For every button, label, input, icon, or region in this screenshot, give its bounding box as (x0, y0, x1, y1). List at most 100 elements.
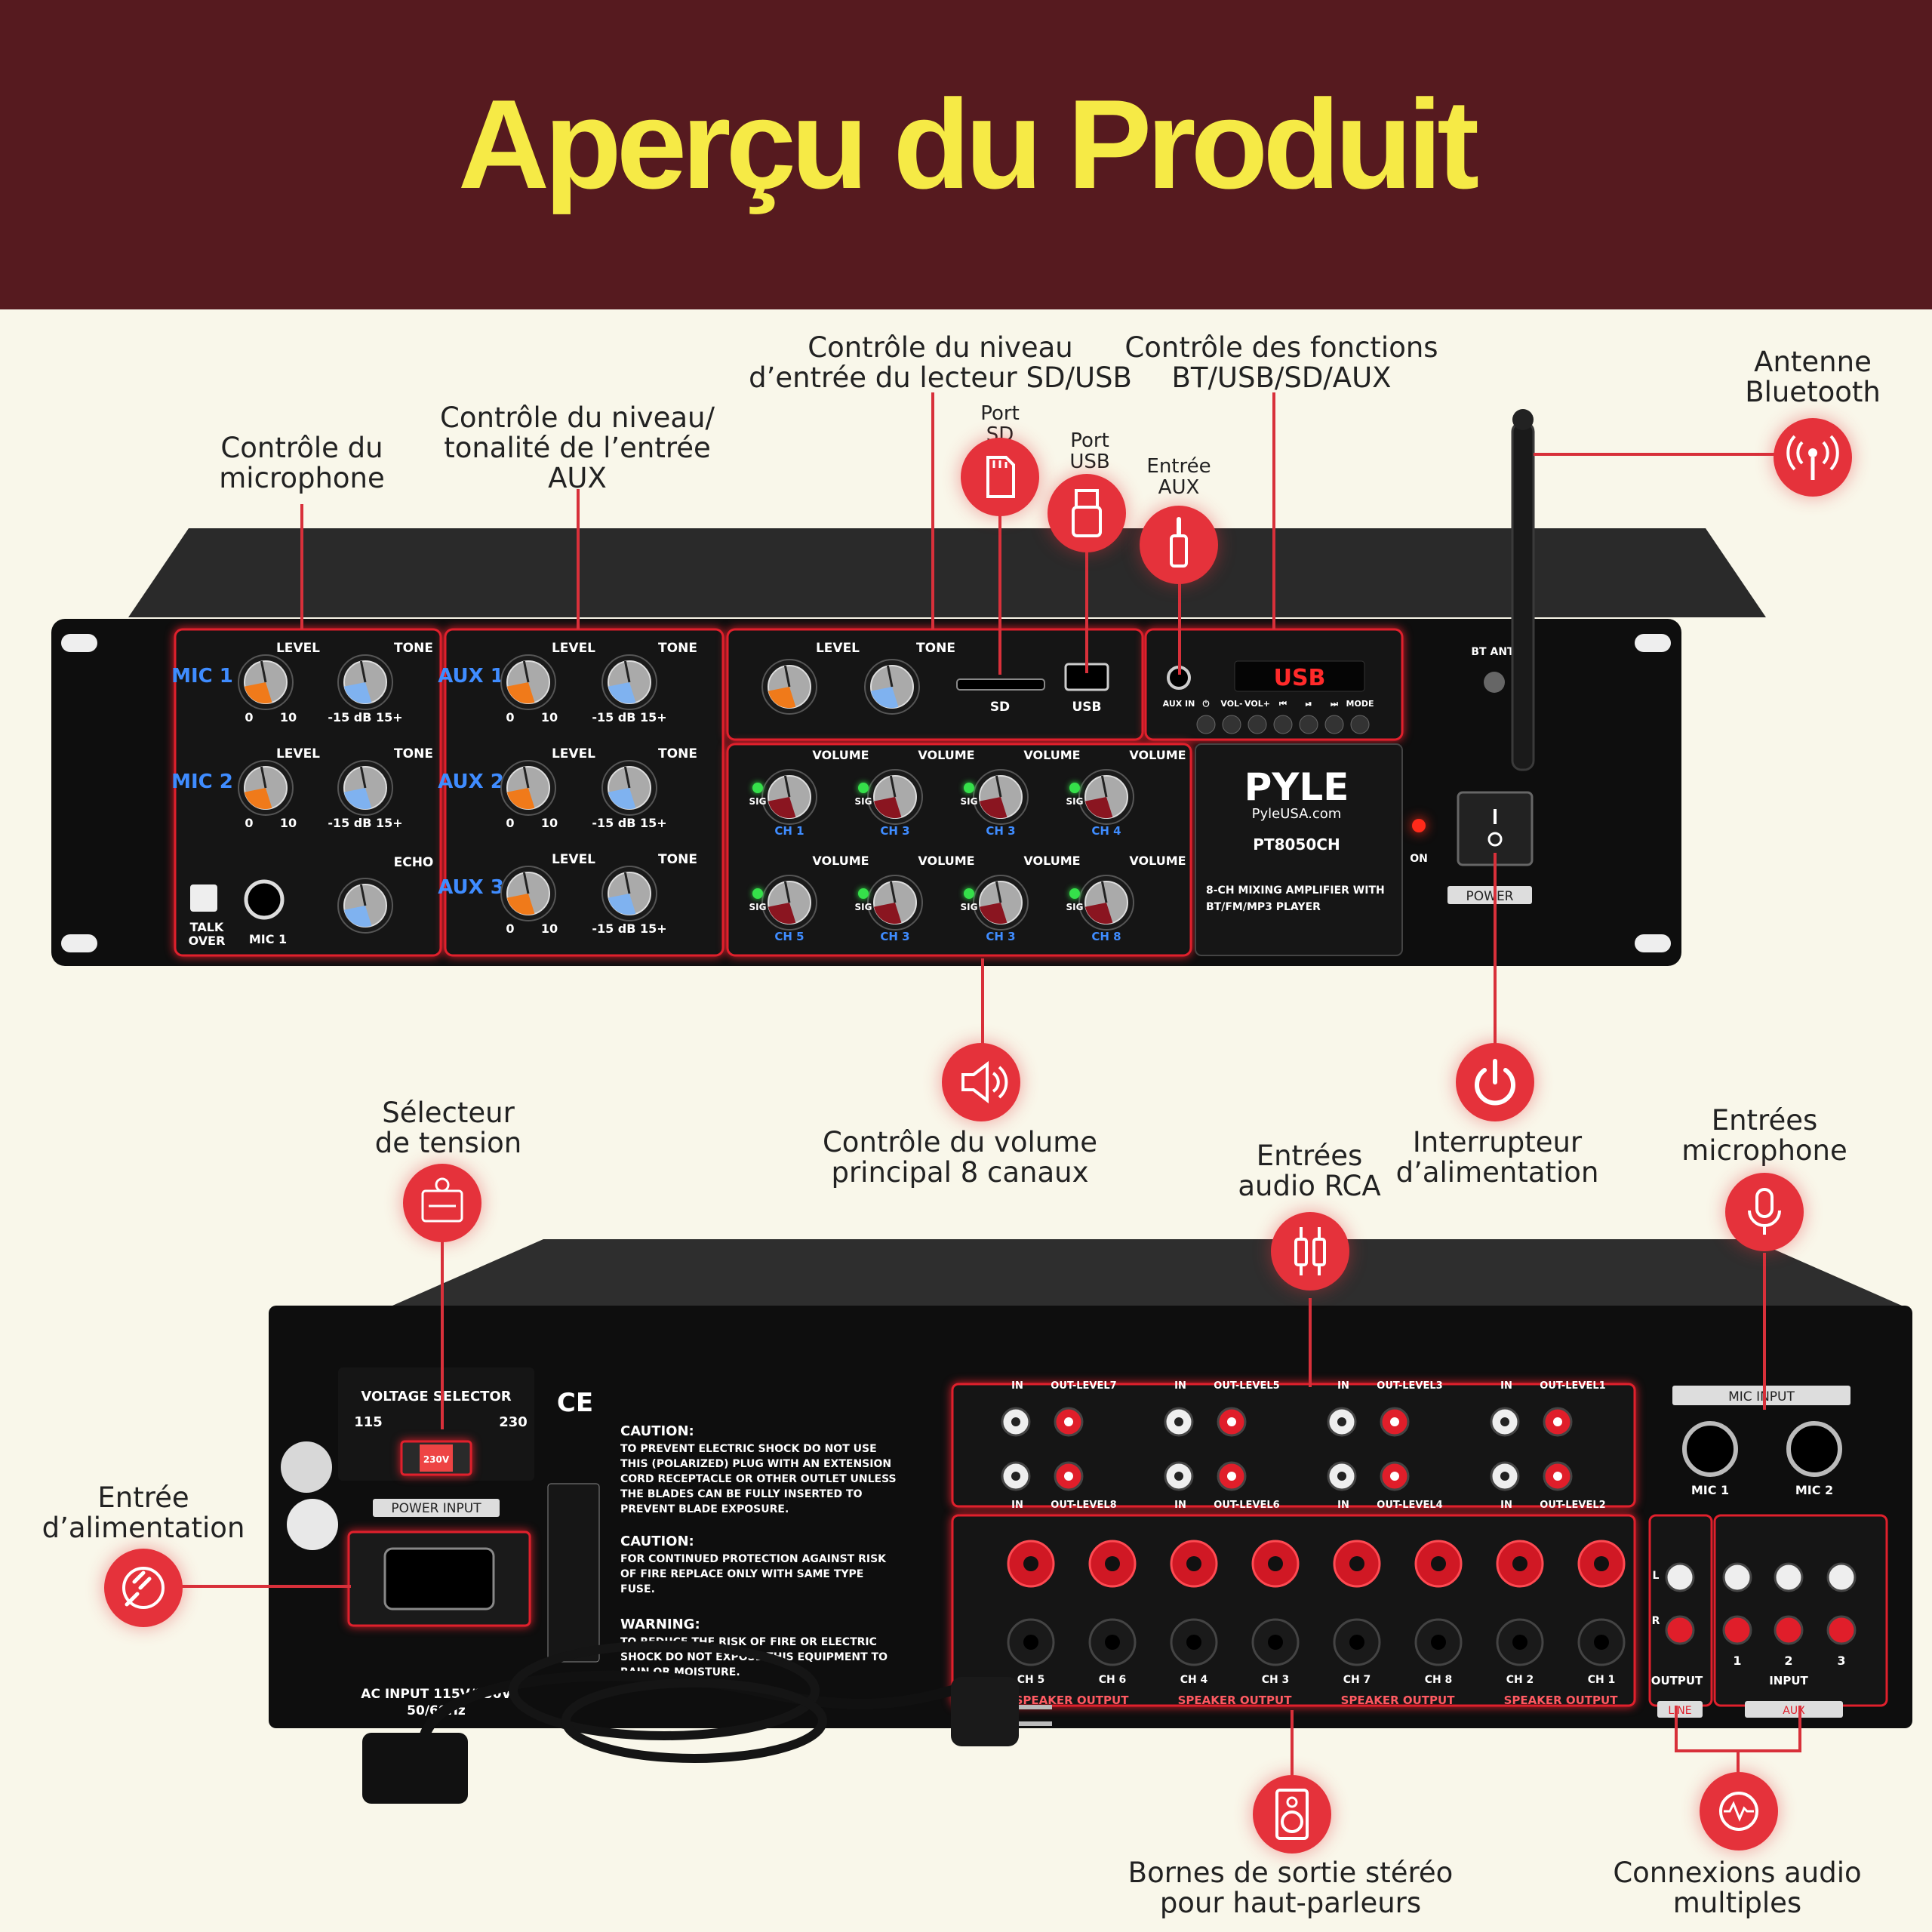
aux-tone-knob-pointer (623, 660, 631, 683)
aux-level-knob-fill (507, 788, 535, 810)
volume-knob-pointer (1100, 775, 1108, 798)
caution-title: CAUTION: (620, 1534, 694, 1549)
mic1-jack-label: MIC 1 (249, 932, 287, 946)
rca-jack-pin (1011, 1417, 1020, 1426)
volume-knob-fill (980, 903, 1008, 924)
volume-knob-pointer (995, 881, 1002, 903)
aux-channel-label: AUX 3 (438, 876, 504, 899)
volume-knob-pointer (889, 775, 897, 798)
mic-input-title: MIC INPUT (1728, 1389, 1795, 1404)
aux-jack-icon (1140, 506, 1218, 584)
aux-in-number: 2 (1784, 1654, 1792, 1668)
rca-in-label: IN (1011, 1500, 1023, 1511)
sd-tone-knob-pointer (886, 665, 894, 688)
rca-jack-pin (1553, 1417, 1562, 1426)
speaker-terminal-hole (1186, 1635, 1201, 1650)
on-label: ON (1410, 853, 1428, 865)
sig-label: SIG (749, 796, 767, 807)
channel-label: CH 8 (1091, 930, 1121, 943)
leader-line-bt (1272, 392, 1275, 629)
mic-channel-label: MIC 2 (171, 771, 233, 793)
speaker-channel-label: CH 4 (1180, 1674, 1208, 1686)
level-label: LEVEL (552, 641, 595, 656)
player-button-label: VOL- (1220, 699, 1242, 709)
rca-jack-pin (1390, 1472, 1399, 1481)
leader-line-aux-in (1798, 1706, 1801, 1751)
volume-knob-pointer (995, 775, 1002, 798)
sd-usb-section (726, 628, 1144, 741)
leader-line-mic-input (1763, 1253, 1766, 1410)
loudspeaker-icon (1253, 1775, 1331, 1854)
pyle-logo: PYLE (1244, 765, 1349, 809)
brand-site: PyleUSA.com (1252, 806, 1342, 822)
channel-label: CH 1 (774, 824, 804, 838)
rca-jack-pin (1337, 1472, 1346, 1481)
player-button-label: MODE (1346, 699, 1374, 709)
volume-knob-fill (1085, 903, 1113, 924)
echo-label: ECHO (394, 855, 434, 870)
rca-jack-pin (1227, 1472, 1236, 1481)
mic-tone-knob-pointer (359, 766, 367, 789)
caution-text: OF FIRE REPLACE ONLY WITH SAME TYPE (620, 1568, 863, 1580)
voltage-switch-label: 230V (423, 1454, 450, 1465)
aux-in-jack-white (1774, 1562, 1804, 1592)
signal-led (964, 888, 974, 899)
voltage-selector-icon (403, 1164, 481, 1242)
antenna-tip (1512, 409, 1534, 430)
aux-in-jack-red (1774, 1615, 1804, 1645)
channel-label: CH 4 (1091, 824, 1121, 838)
sig-label: SIG (961, 902, 978, 912)
speaker-terminal-hole (1268, 1556, 1283, 1571)
rack-ear-hole (1635, 634, 1671, 652)
player-button-label: ⏭ (1331, 699, 1338, 709)
mic-jack-label: MIC 2 (1795, 1483, 1833, 1497)
iec-socket (383, 1547, 495, 1611)
signal-led (1069, 888, 1080, 899)
line-out-jack-white (1665, 1562, 1695, 1592)
speaker-channel-label: CH 7 (1343, 1674, 1371, 1686)
scale-label: -15 dB 15+ (328, 816, 402, 830)
aux-in-number: 1 (1733, 1654, 1741, 1668)
mic-section (174, 628, 442, 957)
channel-label: CH 3 (880, 930, 909, 943)
leader-line-aux-port (1178, 581, 1181, 675)
rca-jack-pin (1174, 1417, 1183, 1426)
schuko-plug (951, 1677, 1019, 1746)
caution-text: THE BLADES CAN BE FULLY INSERTED TO (620, 1488, 863, 1500)
rca-out-label: OUT-LEVEL2 (1540, 1500, 1605, 1511)
leader-line-volume (981, 958, 984, 1082)
scale-label: 0 (245, 710, 253, 724)
header-banner: Aperçu du Produit (0, 0, 1932, 309)
power-label: POWER (1466, 889, 1514, 904)
channel-l-label: L (1653, 1570, 1660, 1582)
player-button (1247, 715, 1267, 734)
rca-jack-pin (1390, 1417, 1399, 1426)
voltage-switch-slider (420, 1444, 453, 1472)
scale-label: 0 (245, 816, 253, 830)
speaker-output-label: SPEAKER OUTPUT (1341, 1694, 1456, 1707)
channel-label: CH 3 (880, 824, 909, 838)
speaker-output-label: SPEAKER OUTPUT (1015, 1694, 1130, 1707)
mic-level-knob-fill (245, 682, 272, 704)
speaker-terminal-hole (1349, 1556, 1364, 1571)
talkover-label: OVER (189, 934, 226, 948)
volume-label: VOLUME (918, 854, 974, 868)
scale-label: 10 (280, 816, 297, 830)
volume-knob-pointer (783, 881, 791, 903)
aux-in-jack-white (1722, 1562, 1752, 1592)
aux-in-jack-red (1826, 1615, 1857, 1645)
aux-tone-knob-pointer (623, 766, 631, 789)
speaker-terminal-hole (1431, 1635, 1446, 1650)
scale-label: -15 dB 15+ (592, 816, 666, 830)
usb-label: USB (1072, 700, 1101, 715)
volume-section (726, 743, 1192, 957)
player-button-label: ⏮ (1279, 699, 1287, 709)
sd-card-icon (961, 438, 1039, 516)
cord-loop (509, 1641, 820, 1740)
